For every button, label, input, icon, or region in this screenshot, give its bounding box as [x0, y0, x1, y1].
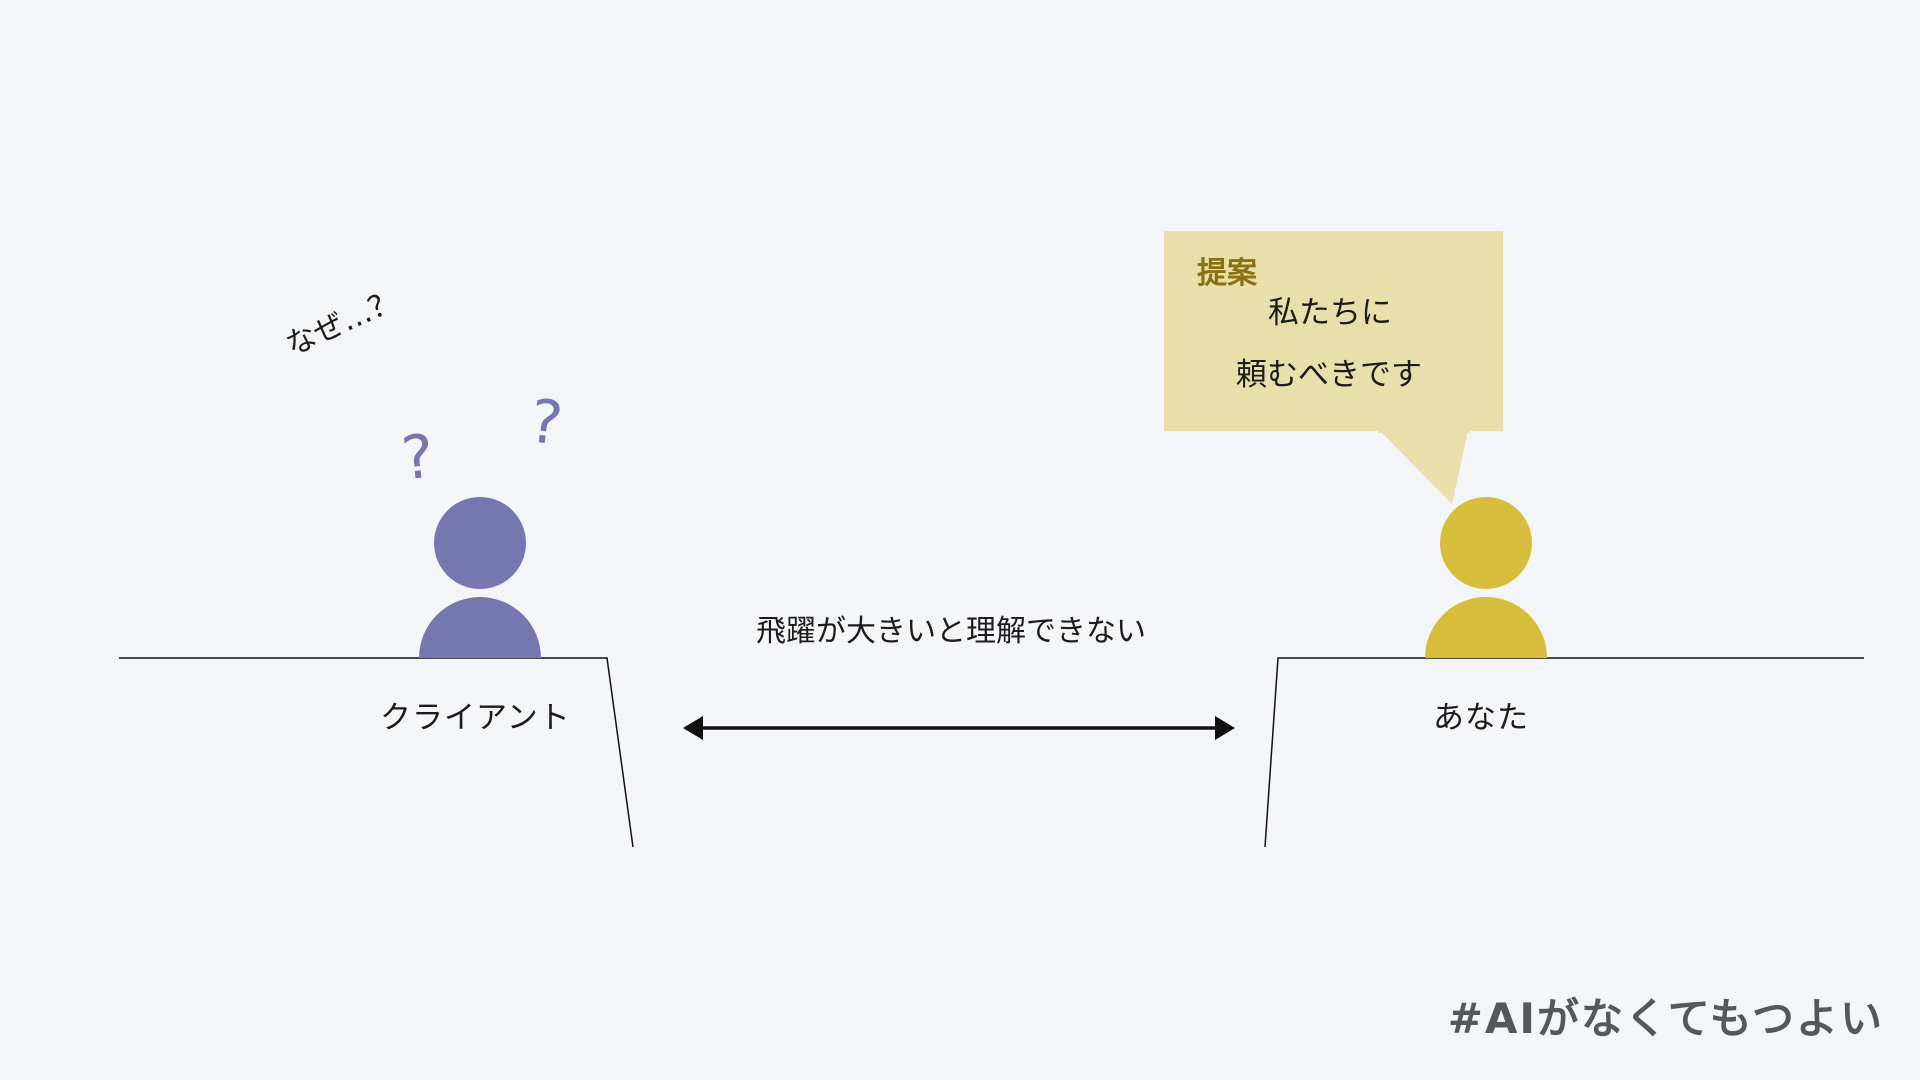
client-person-head [434, 497, 526, 589]
gap-arrow-head-right [1215, 716, 1235, 740]
left-cliff [119, 657, 634, 848]
speech-bubble [1164, 231, 1503, 431]
right-cliff [1264, 657, 1864, 848]
footer-hashtag: #AIがなくてもつよい [1447, 994, 1884, 1043]
you-person-body [1425, 597, 1547, 658]
bubble-text-line1: 私たちに [1268, 295, 1392, 331]
you-label: あなた [1433, 700, 1529, 736]
speech-bubble-tail [1380, 431, 1468, 504]
gap-label: 飛躍が大きいと理解できない [756, 614, 1146, 649]
client-label: クライアント [380, 700, 571, 736]
gap-arrow-head-left [683, 716, 703, 740]
you-person-head [1440, 497, 1532, 589]
client-person-body [419, 597, 541, 658]
question-mark-icon: ? [398, 421, 438, 495]
bubble-title: 提案 [1197, 256, 1257, 291]
speech-bubble-tail-cover [1378, 430, 1470, 433]
bubble-text-line2: 頼むべきです [1236, 357, 1422, 393]
